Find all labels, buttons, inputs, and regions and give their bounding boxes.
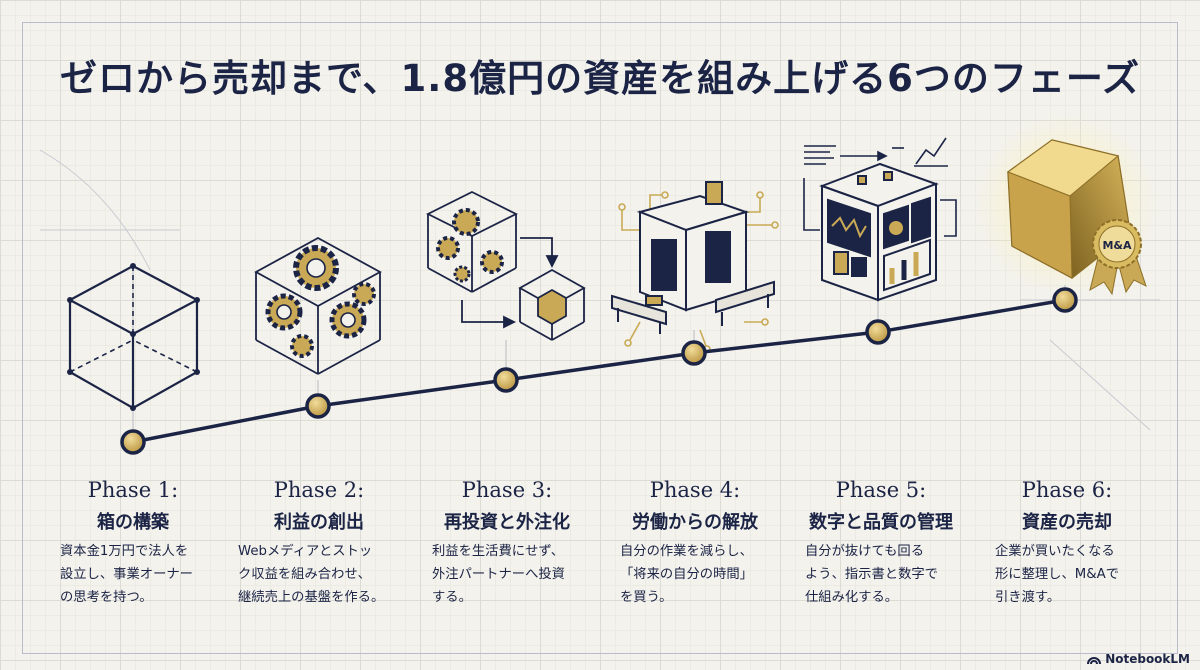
phase-6-desc-line: 企業が買いたくなる [995,544,1115,559]
phase-2-label: Phase 2: [273,478,365,502]
dashboard-cube-icon [803,137,957,302]
timeline-nodes [120,287,1078,455]
node-phase-5 [865,319,891,345]
phase-3-label: Phase 3: [461,478,553,502]
phase-2-name: 利益の創出 [274,512,364,533]
brand-footer: NotebookLM [1087,652,1190,666]
phase-5-desc-line: 自分が抜けても回る [805,544,925,559]
phase-1-name: 箱の構築 [97,512,169,533]
gears-cube-icon [254,236,382,375]
phase-2-desc-line: 継続売上の基盤を作る。 [238,590,385,605]
phase-1-desc-line: の思考を持つ。 [60,590,153,605]
phase-2-description: Webメディアとストッ ク収益を組み合わせ、 継続売上の基盤を作る。 [238,540,438,609]
progress-line [132,298,1066,444]
phase-2-desc-line: ク収益を組み合わせ、 [238,567,371,582]
background-sketch-lines [39,149,1160,431]
phase-3-name: 再投資と外注化 [444,512,570,533]
phase-6-description: 企業が買いたくなる 形に整理し、M&Aで 引き渡す。 [995,540,1195,609]
node-phase-4 [681,340,707,366]
phase-6-desc-line: 形に整理し、M&Aで [995,567,1120,582]
phase-3-desc-line: 外注パートナーへ投資 [432,567,565,582]
phase-2-desc-line: Webメディアとストッ [238,544,373,559]
phase-3-desc-line: 利益を生活費にせず、 [432,544,565,559]
phase-3-desc-line: する。 [432,590,472,605]
phase-5-name: 数字と品質の管理 [809,512,953,533]
phase-3-description: 利益を生活費にせず、 外注パートナーへ投資 する。 [432,540,632,609]
notebooklm-logo-icon [1087,657,1102,665]
phase-5-label: Phase 5: [835,478,927,502]
wireframe-cube-icon [67,263,200,411]
cube-to-small-cube-icon [425,190,586,341]
phase-1-description: 資本金1万円で法人を 設立し、事業オーナー の思考を持つ。 [60,540,260,609]
phase-5-description: 自分が抜けても回る よう、指示書と数字で 仕組み化する。 [805,540,1005,609]
node-phase-2 [305,393,331,419]
phase-5-desc-line: よう、指示書と数字で [805,567,938,582]
node-phase-6 [1052,287,1078,313]
gold-gem-icon [976,115,1156,296]
phase-1-label: Phase 1: [87,478,179,502]
phase-1-desc-line: 資本金1万円で法人を [60,544,189,559]
badge-label: M&A [1102,239,1132,252]
border-frame [22,22,1178,654]
phase-4-name: 労働からの解放 [632,512,758,533]
phase-1-desc-line: 設立し、事業オーナー [60,567,193,582]
brand-name: NotebookLM [1105,652,1190,666]
automation-machine-icon [611,181,779,353]
node-phase-1 [120,429,146,455]
phase-5-desc-line: 仕組み化する。 [805,590,899,605]
phase-4-desc-line: 「将来の自分の時間」 [620,567,753,582]
phase-6-label: Phase 6: [1021,478,1113,502]
phase-4-desc-line: 自分の作業を減らし、 [620,544,753,559]
phase-4-description: 自分の作業を減らし、 「将来の自分の時間」 を買う。 [620,540,820,609]
phase-6-desc-line: 引き渡す。 [995,590,1061,605]
node-phase-3 [493,367,519,393]
page-title: ゼロから売却まで、1.8億円の資産を組み上げる6つのフェーズ [60,57,1140,100]
phase-4-label: Phase 4: [649,478,741,502]
phase-6-name: 資産の売却 [1022,512,1112,533]
phase-4-desc-line: を買う。 [620,590,673,605]
